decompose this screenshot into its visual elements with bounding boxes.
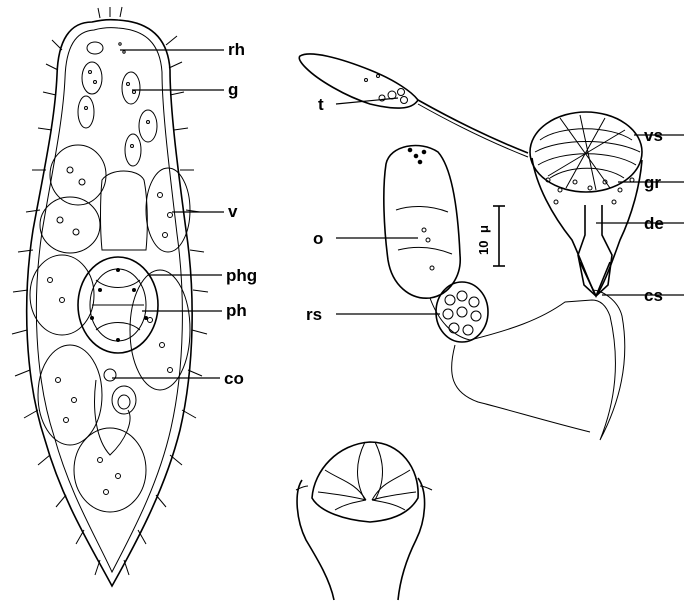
- label-cs: cs: [644, 286, 663, 305]
- vitellaria: [29, 144, 191, 513]
- copulatory-stylet: [579, 261, 611, 298]
- label-rh: rh: [228, 40, 245, 59]
- right-leader-lines: [335, 97, 684, 315]
- seminal-vesicle: [529, 111, 643, 193]
- gut-cavity: [100, 170, 148, 251]
- label-g: g: [228, 80, 238, 99]
- testis-cells: [364, 74, 408, 104]
- pharynx-detail-lobes: [317, 441, 417, 511]
- pharynx: [77, 256, 159, 354]
- reproductive-organs-drawing: [298, 53, 684, 441]
- whole-animal-drawing: [11, 6, 224, 588]
- ovary-cells: [395, 147, 453, 271]
- label-de: de: [644, 214, 664, 233]
- atrium-wall: [429, 289, 626, 441]
- cilia: [11, 6, 209, 576]
- label-vs: vs: [644, 126, 663, 145]
- label-o: o: [313, 229, 323, 248]
- ductus-ejaculatorius: [577, 205, 613, 298]
- scale-bar-unit: μ: [476, 225, 491, 233]
- pharynx-detail-left-wall: [296, 479, 335, 601]
- anterior-glands: [77, 41, 158, 167]
- body-outline: [25, 18, 193, 588]
- scale-bar: [493, 205, 505, 267]
- pharynx-detail-drawing: [295, 441, 433, 601]
- seminal-vesicle-fibres: [534, 114, 641, 191]
- pharynx-detail-outline: [311, 441, 419, 523]
- label-gr: gr: [644, 173, 661, 192]
- label-ph: ph: [226, 301, 247, 320]
- left-leader-lines: [112, 49, 224, 379]
- scale-bar-label: 10 μ: [476, 225, 491, 255]
- vas-deferens: [417, 99, 529, 154]
- granular-gland-dots: [545, 177, 635, 205]
- testis: [298, 53, 419, 109]
- ovary: [383, 144, 461, 299]
- label-rs: rs: [306, 305, 322, 324]
- pharynx-detail-right-wall: [397, 477, 426, 601]
- label-t: t: [318, 95, 324, 114]
- body-inner-wall: [35, 27, 183, 574]
- scale-bar-value: 10: [476, 241, 491, 255]
- copulatory-organ: [94, 368, 137, 456]
- label-co: co: [224, 369, 244, 388]
- label-v: v: [228, 202, 238, 221]
- label-phg: phg: [226, 266, 257, 285]
